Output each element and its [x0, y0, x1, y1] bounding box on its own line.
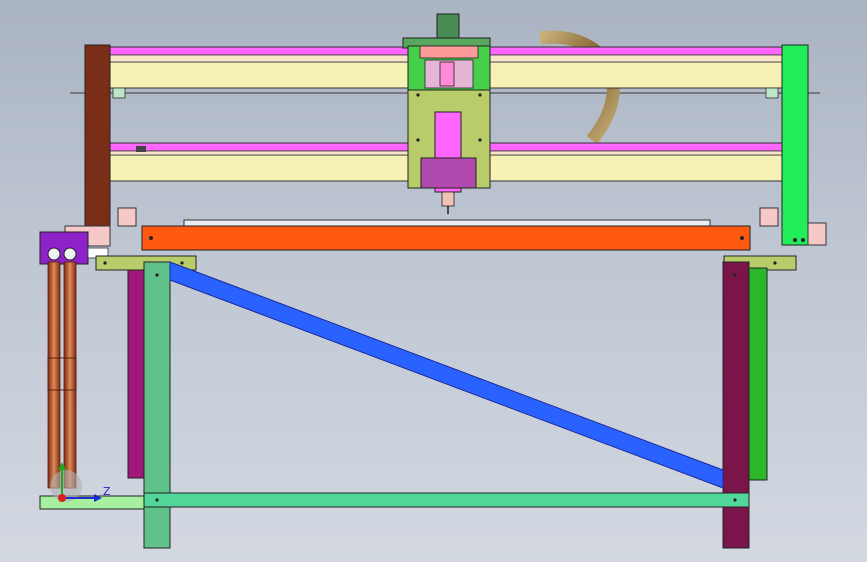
- table-beam: [141, 225, 751, 251]
- x-axis-dot: [58, 494, 66, 502]
- motor-bracket: [39, 231, 89, 265]
- spindle-clamp: [420, 157, 477, 189]
- cable-chain: [47, 261, 77, 489]
- diagonal-brace: [169, 261, 724, 489]
- left-back-leg: [127, 269, 146, 479]
- right-back-leg: [748, 267, 768, 481]
- axis-triad[interactable]: Z: [50, 462, 111, 502]
- spindle-nose: [441, 191, 455, 207]
- spindle-carriage: [402, 13, 491, 214]
- bottom-rail: [143, 492, 750, 508]
- spoilboard: [183, 219, 711, 227]
- upper-rail-right-block: [765, 87, 779, 99]
- z-axis-label: Z: [103, 485, 111, 498]
- right-column-foot: [807, 222, 827, 246]
- right-column: [781, 44, 809, 246]
- upper-rail-left-block: [112, 87, 126, 99]
- left-column: [84, 44, 111, 246]
